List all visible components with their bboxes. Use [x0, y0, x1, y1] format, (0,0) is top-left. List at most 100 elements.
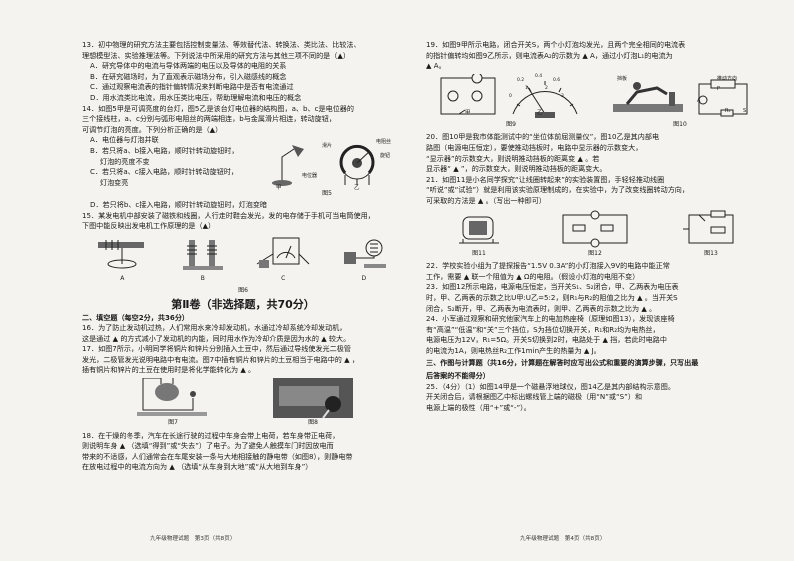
- right-page: 19．如图9甲所示电路，闭合开关S，两个小灯泡均发光，且两个完全相同的电流表 的…: [426, 40, 764, 413]
- q20-line: 20．图10甲是我市体能测试中的“坐位体前屈测量仪”，图10乙是其内部电: [426, 132, 660, 142]
- q13-line: 理想模型法、实验推理法等。下列说法中所采用的研究方法与其他三项不同的是（▲）: [82, 50, 350, 60]
- question-19: 19．如图9甲所示电路，闭合开关S，两个小灯泡均发光，且两个完全相同的电流表 的…: [426, 40, 764, 72]
- figure-9: 甲 乙 0.2 0.4 0.6 0 1 2 3 图9: [437, 73, 585, 131]
- question-18: 18．在干燥的冬季，汽车在长途行驶的过程中车身会带上电荷，若车身带正电荷， 则说…: [82, 431, 404, 473]
- fig10-label-baffle: 挡板: [617, 75, 628, 82]
- fig6-letter-d: D: [361, 274, 367, 282]
- q23-line: 时，甲、乙两表的示数之比U甲:U乙=5:2，则R₁与R₂的阻值之比为 ▲ 。当开…: [426, 292, 678, 302]
- section-3-heading: 三、作图与计算题（共16分，计算题在解答时应写出公式和重要的演算步骤，只写出最: [426, 358, 699, 368]
- fig6-option-b: B: [173, 234, 233, 285]
- q13-option-c: C．通过观察电流表的指针偏转情况来判断电路中是否有电流通过: [90, 82, 294, 92]
- q13-option-d: D．用水流类比电流，用水压类比电压，帮助理解电流和电压的概念: [90, 92, 302, 102]
- fig5-label-jia: 甲: [276, 185, 282, 192]
- fig9-tick-0.2: 0.2: [517, 77, 525, 83]
- q18-line: 在放电过程中的电流方向为 ▲ （选填“从车身到大地”或“从大地到车身”）: [82, 462, 313, 472]
- q25-line: 电源上端的极性（用“+”或“-”）。: [426, 402, 531, 412]
- fig8-caption: 图8: [308, 419, 318, 427]
- q21-line: “听说”或“试验”）就是利用该实验原理制成的，在实验中，为了改变线圈转动方向，: [426, 185, 689, 195]
- q14-option-c-cont: 灯泡变亮: [100, 177, 129, 187]
- q16-line: 这是通过 ▲ 的方式减小了发动机的内能，同时用水作为冷却介质是因为水的 ▲ 较大…: [82, 333, 351, 343]
- fig11-caption: 图11: [472, 249, 486, 257]
- q21-line: 可采取的方法是 ▲ 。（写出一种即可）: [426, 195, 546, 205]
- fig9-tick-2: 2: [545, 85, 548, 91]
- figure-13: 图13: [681, 209, 741, 260]
- q14-option-b-cont: 灯泡的亮度不变: [100, 156, 150, 166]
- q17-line: 17．如图7所示，小明同学将铜片和锌片分别插入土豆中，然后通过导线使发光二极管: [82, 344, 351, 354]
- q14-option-d: D．若只将b、c接入电路，顺时针转动旋钮时，灯泡变暗: [90, 199, 268, 209]
- fig12-caption: 图12: [588, 249, 602, 257]
- fig11-drawing: [459, 216, 499, 244]
- fig5-label-slider: 滑片: [322, 143, 333, 150]
- fig6-b-drawing: [182, 239, 223, 270]
- fig6-d-drawing: [343, 239, 386, 268]
- fig5-label-potentiometer: 电位器: [302, 173, 318, 180]
- q19-line: 19．如图9甲所示电路，闭合开关S，两个小灯泡均发光，且两个完全相同的电流表: [426, 40, 686, 49]
- figure-7: 图7: [133, 378, 213, 429]
- figure-6: A B C: [82, 234, 404, 285]
- q14-option-c: C．若只将a、c接入电路，顺时针转动旋钮时，: [90, 167, 238, 177]
- fig5-label-knob: 旋钮: [380, 153, 391, 160]
- q24-line: 24．小军通过观察和研究他家汽车上的电加热座椅（原理如图13），发现该座椅: [426, 314, 675, 324]
- q17-line: 插有铜片和锌片的土豆在使用时是将化学能转化为 ▲ 。: [82, 365, 256, 375]
- fig6-option-d: D: [334, 234, 394, 285]
- figures-9-10: 甲 乙 0.2 0.4 0.6 0 1 2 3 图9: [426, 73, 764, 131]
- fig5-label-yi: 乙: [354, 185, 360, 192]
- question-16: 16．为了防止发动机过热，人们常用水来冷却发动机，水通过冷却系统冷却发动机， 这…: [82, 323, 404, 344]
- fig13-drawing: [683, 210, 734, 244]
- question-17: 17．如图7所示，小明同学将铜片和锌片分别插入土豆中，然后通过导线使发光二极管 …: [82, 344, 404, 376]
- section-3-heading-cont: 后答案的不能得分）: [426, 371, 490, 381]
- q14-line: 可调节灯泡的亮度。下列分析正确的是（▲）: [82, 124, 223, 134]
- fig9-label-yi: 乙: [537, 109, 543, 116]
- q13-option-a: A．研究导体中的电流与导体两端的电压以及导体的电阻的关系: [90, 61, 287, 71]
- fig9-tick-0.6: 0.6: [553, 77, 561, 83]
- fig10-caption: 图10: [673, 120, 687, 128]
- question-22: 22．学校实验小组为了提探报告“1.5V 0.3A”的小灯泡接入9V的电路中能正…: [426, 261, 764, 282]
- fig12-drawing: [562, 210, 628, 248]
- q14-option-a: A．电位器与灯泡并联: [90, 135, 159, 145]
- q24-line: 的电流为1A，则电热丝R₂工作1min产生的热量为 ▲ J。: [426, 345, 601, 355]
- fig9-label-jia: 甲: [465, 109, 471, 116]
- fig7-drawing: [137, 378, 207, 417]
- q25-line: 开关闭合后，请根据图乙中标出螺线管上端的磁极（用“N”或“S”）和: [426, 392, 643, 402]
- q19-line: 的指针偏转均如图9乙所示，则电流表A₂的示数为 ▲ A，通过小灯泡L₁的电流为: [426, 50, 673, 60]
- fig6-letter-c: C: [281, 274, 286, 282]
- q14-line: 14．如图5甲是可调亮度的台灯，图5乙是该台灯电位器的结构图，a、b、c是电位器…: [82, 103, 354, 113]
- fig6-letter-a: A: [120, 274, 125, 282]
- question-13: 13．初中物理的研究方法主要包括控制变量法、等效替代法、转换法、类比法、比较法、…: [82, 40, 404, 104]
- left-page: 13．初中物理的研究方法主要包括控制变量法、等效替代法、转换法、类比法、比较法、…: [82, 40, 404, 473]
- fig9-tick-0: 0: [509, 93, 512, 99]
- q14-line: 三个接线柱，a、c分别与弧形电阻丝的两端相连，b与金属滑片相连，转动旋钮，: [82, 114, 336, 124]
- fig6-letter-b: B: [200, 274, 205, 282]
- question-23: 23．如图12所示电路，电源电压恒定，当开关S₁、S₂闭合，甲、乙两表为电压表 …: [426, 282, 764, 314]
- fig6-caption: 图6: [238, 287, 248, 295]
- fig7-caption: 图7: [168, 419, 178, 427]
- question-20: 20．图10甲是我市体能测试中的“坐位体前屈测量仪”，图10乙是其内部电 路图（…: [426, 132, 764, 174]
- q20-line: 路图（电源电压恒定），要使推动挡板时，电路中显示器的示数变大，: [426, 142, 643, 152]
- q16-line: 16．为了防止发动机过热，人们常用水来冷却发动机，水通过冷却系统冷却发动机，: [82, 323, 347, 333]
- fig9-ammeter-dial: [512, 80, 578, 118]
- fig10-label-a: A: [697, 97, 701, 104]
- section-2-heading: 二、填空题（每空2分，共36分）: [82, 312, 190, 322]
- q14-option-b: B．若只将a、b接入电路，顺时针转动旋钮时，: [90, 145, 239, 155]
- question-24: 24．小军通过观察和研究他家汽车上的电加热座椅（原理如图13），发现该座椅 有“…: [426, 314, 764, 356]
- q15-line: 15．某发电机中部安装了磁铁和线圈，人行走时鞋会发光，发的电存储于手机可当电筒使…: [82, 210, 375, 220]
- fig10-label-r1: R₁: [725, 107, 731, 114]
- q24-line: 有“高温”“低温”和“关”三个挡位，S为挡位切换开关，R₁和R₂均为电热丝，: [426, 324, 660, 334]
- left-page-footer: 九年级物理试题 第3页（共8页）: [150, 536, 236, 542]
- q18-line: 18．在干燥的冬季，汽车在长途行驶的过程中车身会带上电荷，若车身带正电荷，: [82, 430, 340, 440]
- q18-line: 带来的不适感，人们通常会在车尾安装一条与大地相接触的静电带（如图8），则静电带: [82, 451, 353, 461]
- figure-8: 图8: [273, 378, 353, 429]
- figure-5-drawing: [272, 145, 375, 187]
- fig6-c-drawing: [256, 237, 310, 268]
- fig9-tick-0.4: 0.4: [535, 73, 543, 79]
- fig5-caption: 图5: [322, 190, 332, 198]
- q22-line: 22．学校实验小组为了提探报告“1.5V 0.3A”的小灯泡接入9V的电路中能正…: [426, 261, 670, 271]
- fig9-circuit-drawing: [440, 73, 496, 115]
- figures-11-13: 图11 图12 图13: [426, 209, 764, 260]
- q21-line: 21．如图11是小名同学探究“让线圈转起来”的实验装置图，手轻轻推动线圈: [426, 174, 665, 184]
- fig9-tick-1: 1: [525, 85, 528, 91]
- fig5-label-wire: 电阻丝: [376, 139, 392, 146]
- q19-line: ▲ A。: [426, 61, 446, 71]
- figure-12: 图12: [555, 209, 635, 260]
